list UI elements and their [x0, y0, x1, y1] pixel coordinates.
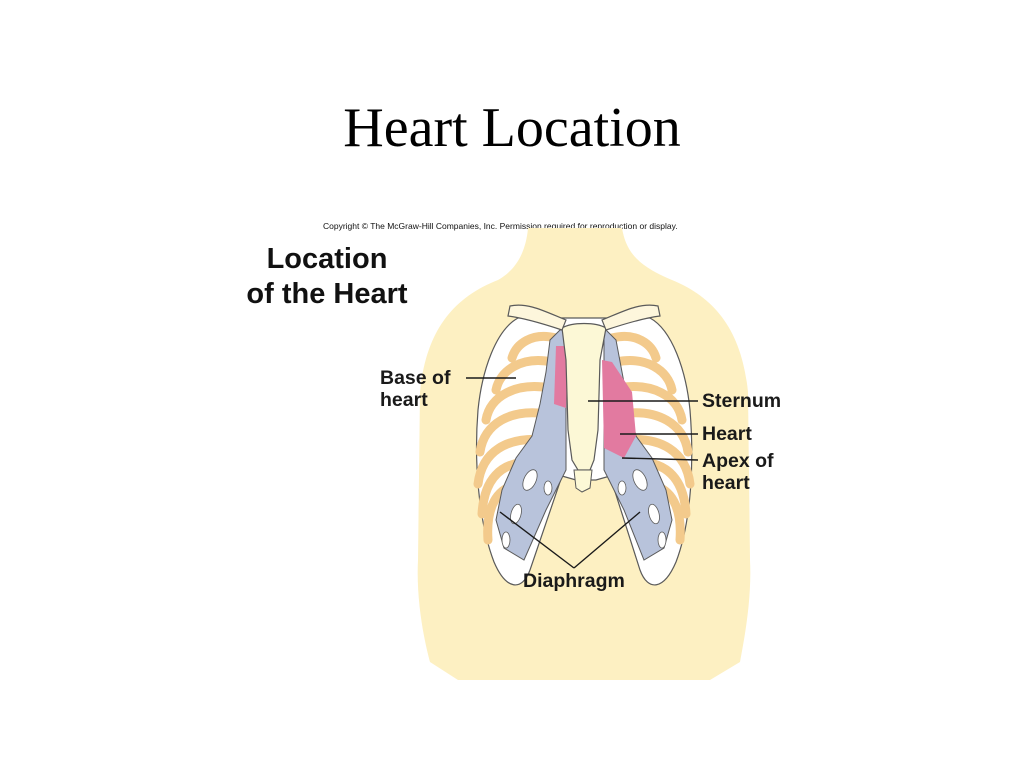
- label-base-line1: Base of: [380, 367, 451, 389]
- heart-left-edge: [554, 346, 568, 408]
- xiphoid-process: [573, 469, 593, 493]
- cartilage-holes: [501, 469, 667, 549]
- figure-heading-line2: of the Heart: [246, 278, 408, 310]
- slide-title: Heart Location: [343, 97, 681, 159]
- left-costal-cartilage: [495, 329, 567, 561]
- left-clavicle: [507, 304, 567, 331]
- label-base-of-heart: Base of heart: [380, 367, 450, 411]
- label-sternum: Sternum: [702, 390, 782, 412]
- leader-lines: [466, 377, 699, 569]
- label-heart: Heart: [702, 423, 752, 445]
- label-diaphragm: Diaphragm: [523, 570, 625, 592]
- label-apex-of-heart: Apex of heart: [702, 450, 774, 494]
- figure-heading-line1: Location: [266, 243, 388, 275]
- label-apex-line1: Apex of: [702, 450, 774, 472]
- figure-heading: Location of the Heart: [222, 242, 432, 312]
- label-base-line2: heart: [380, 389, 428, 411]
- copyright-notice: Copyright © The McGraw-Hill Companies, I…: [323, 221, 678, 231]
- right-clavicle: [601, 304, 661, 331]
- label-apex-line2: heart: [702, 472, 750, 494]
